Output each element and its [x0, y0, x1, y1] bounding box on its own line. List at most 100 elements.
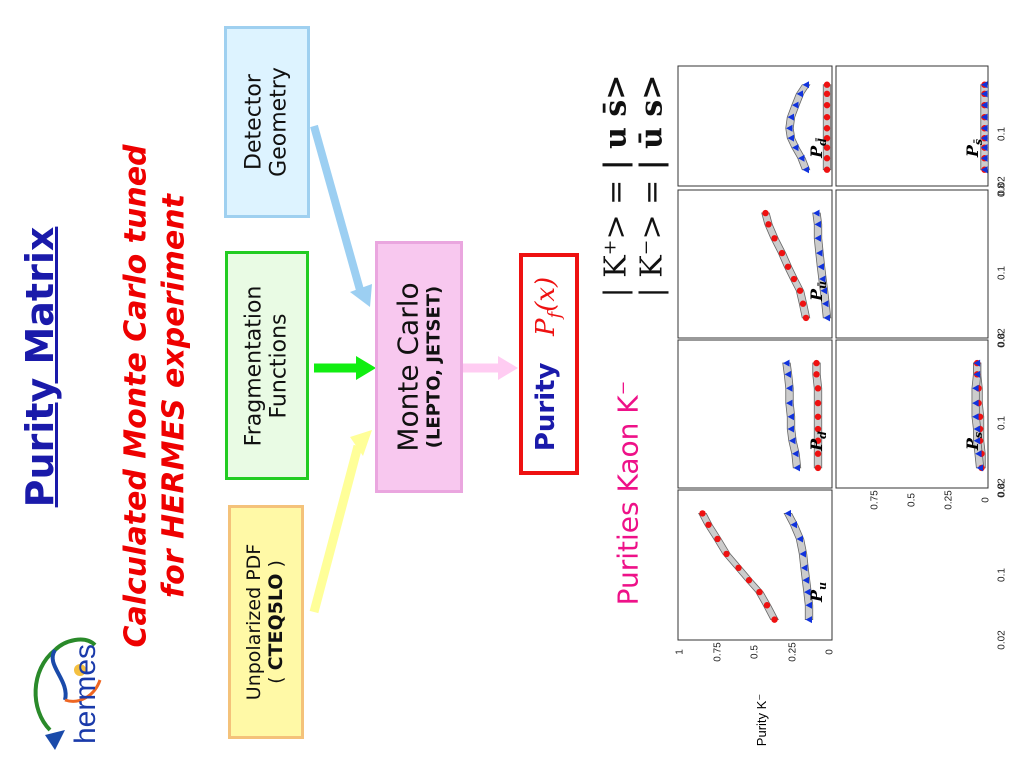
- red-marker: [823, 101, 831, 109]
- panel-label: Pū: [807, 281, 829, 301]
- red-marker: [823, 166, 831, 173]
- red-marker: [814, 399, 822, 407]
- blue-marker: [787, 113, 794, 121]
- panel-label-sub: d̄: [816, 137, 830, 146]
- x-tick-label: 0.1: [996, 126, 1008, 141]
- blue-marker: [798, 154, 805, 162]
- blue-marker: [802, 576, 809, 584]
- red-marker: [823, 155, 831, 162]
- blue-marker: [819, 275, 826, 283]
- blue-marker: [799, 550, 806, 558]
- blue-marker: [786, 384, 793, 392]
- fragmentation-functions-box: Fragmentation Functions: [225, 251, 309, 480]
- red-marker: [735, 564, 742, 572]
- panel-label: Ps: [963, 432, 985, 450]
- blue-marker: [973, 359, 981, 367]
- blue-marker: [813, 209, 820, 217]
- blue-marker: [793, 464, 800, 472]
- red-marker: [814, 425, 822, 433]
- blue-marker: [981, 81, 988, 89]
- red-marker: [796, 287, 804, 294]
- red-marker: [814, 437, 822, 444]
- blue-marker: [786, 124, 793, 132]
- panel-label-p: P: [962, 144, 982, 157]
- panel-label-p: P: [806, 589, 826, 603]
- blue-marker: [973, 425, 981, 433]
- y-tick-label: 0.25: [943, 490, 955, 510]
- band: [785, 84, 811, 171]
- panel-label-sub: s: [972, 431, 986, 438]
- panel-label-p: P: [806, 288, 826, 301]
- red-marker: [778, 249, 786, 257]
- monte-carlo-box: Monte Carlo (LEPTO, JETSET): [375, 241, 463, 493]
- blue-marker: [787, 134, 794, 142]
- red-marker: [763, 602, 771, 609]
- blue-marker: [973, 370, 981, 378]
- blue-marker: [792, 101, 799, 109]
- panel-label: Pd: [807, 431, 829, 451]
- blue-marker: [981, 90, 988, 98]
- red-marker: [814, 385, 822, 392]
- red-marker: [799, 300, 807, 307]
- red-marker: [814, 450, 822, 457]
- panel-label-sub: d: [816, 430, 830, 439]
- red-marker: [823, 81, 831, 88]
- x-tick-label: 0.1: [996, 266, 1008, 281]
- panel-label-sub: ū: [816, 280, 830, 289]
- blue-marker: [814, 234, 821, 242]
- y-tick-label: 0.75: [869, 490, 881, 510]
- x-tick-label: 0.02: [996, 176, 1008, 196]
- blue-marker: [822, 300, 829, 308]
- monte-carlo-arrow: [463, 356, 518, 380]
- blue-marker: [801, 564, 808, 572]
- blue-marker: [796, 535, 803, 543]
- red-marker: [823, 113, 831, 121]
- blue-marker: [981, 124, 988, 132]
- panel-frame: [677, 339, 833, 489]
- red-marker: [714, 535, 721, 543]
- red-marker: [723, 550, 730, 558]
- detector-geometry-box: Detector Geometry: [224, 26, 310, 218]
- red-marker: [771, 616, 778, 623]
- blue-marker: [792, 144, 799, 152]
- blue-marker: [981, 101, 988, 109]
- x-tick-label: 0.1: [996, 567, 1008, 582]
- y-tick-label: 0: [824, 649, 836, 655]
- panel-label-p: P: [962, 437, 982, 450]
- blue-marker: [805, 601, 812, 609]
- blue-marker: [972, 384, 979, 392]
- blue-marker: [787, 413, 794, 421]
- panel-label-sub: s̄: [972, 138, 986, 145]
- y-tick-label: 0.5: [749, 645, 761, 659]
- y-axis-label: Purity K⁻: [754, 693, 769, 747]
- red-marker: [756, 588, 763, 596]
- red-marker: [823, 144, 831, 151]
- red-marker: [762, 209, 769, 217]
- detector-arrow: [310, 124, 372, 307]
- x-tick-label: 0.02: [996, 630, 1008, 650]
- red-marker: [745, 577, 753, 584]
- panel-label: Pu: [807, 582, 829, 602]
- fragmentation-arrow: [314, 356, 376, 380]
- red-marker: [823, 90, 831, 98]
- red-marker: [802, 314, 810, 322]
- panel-label: Ps̄: [963, 138, 985, 156]
- panel-frame: [835, 189, 989, 339]
- blue-marker: [805, 616, 812, 624]
- blue-marker: [975, 450, 982, 458]
- red-marker: [823, 134, 831, 142]
- band: [783, 512, 814, 621]
- hermes-logo-icon: [33, 637, 102, 750]
- red-marker: [790, 275, 798, 283]
- blue-marker: [784, 509, 791, 517]
- blue-marker: [787, 425, 794, 433]
- blue-marker: [792, 450, 799, 458]
- blue-marker: [784, 370, 791, 378]
- blue-marker: [976, 464, 984, 472]
- blue-marker: [786, 399, 793, 407]
- blue-marker: [802, 81, 809, 89]
